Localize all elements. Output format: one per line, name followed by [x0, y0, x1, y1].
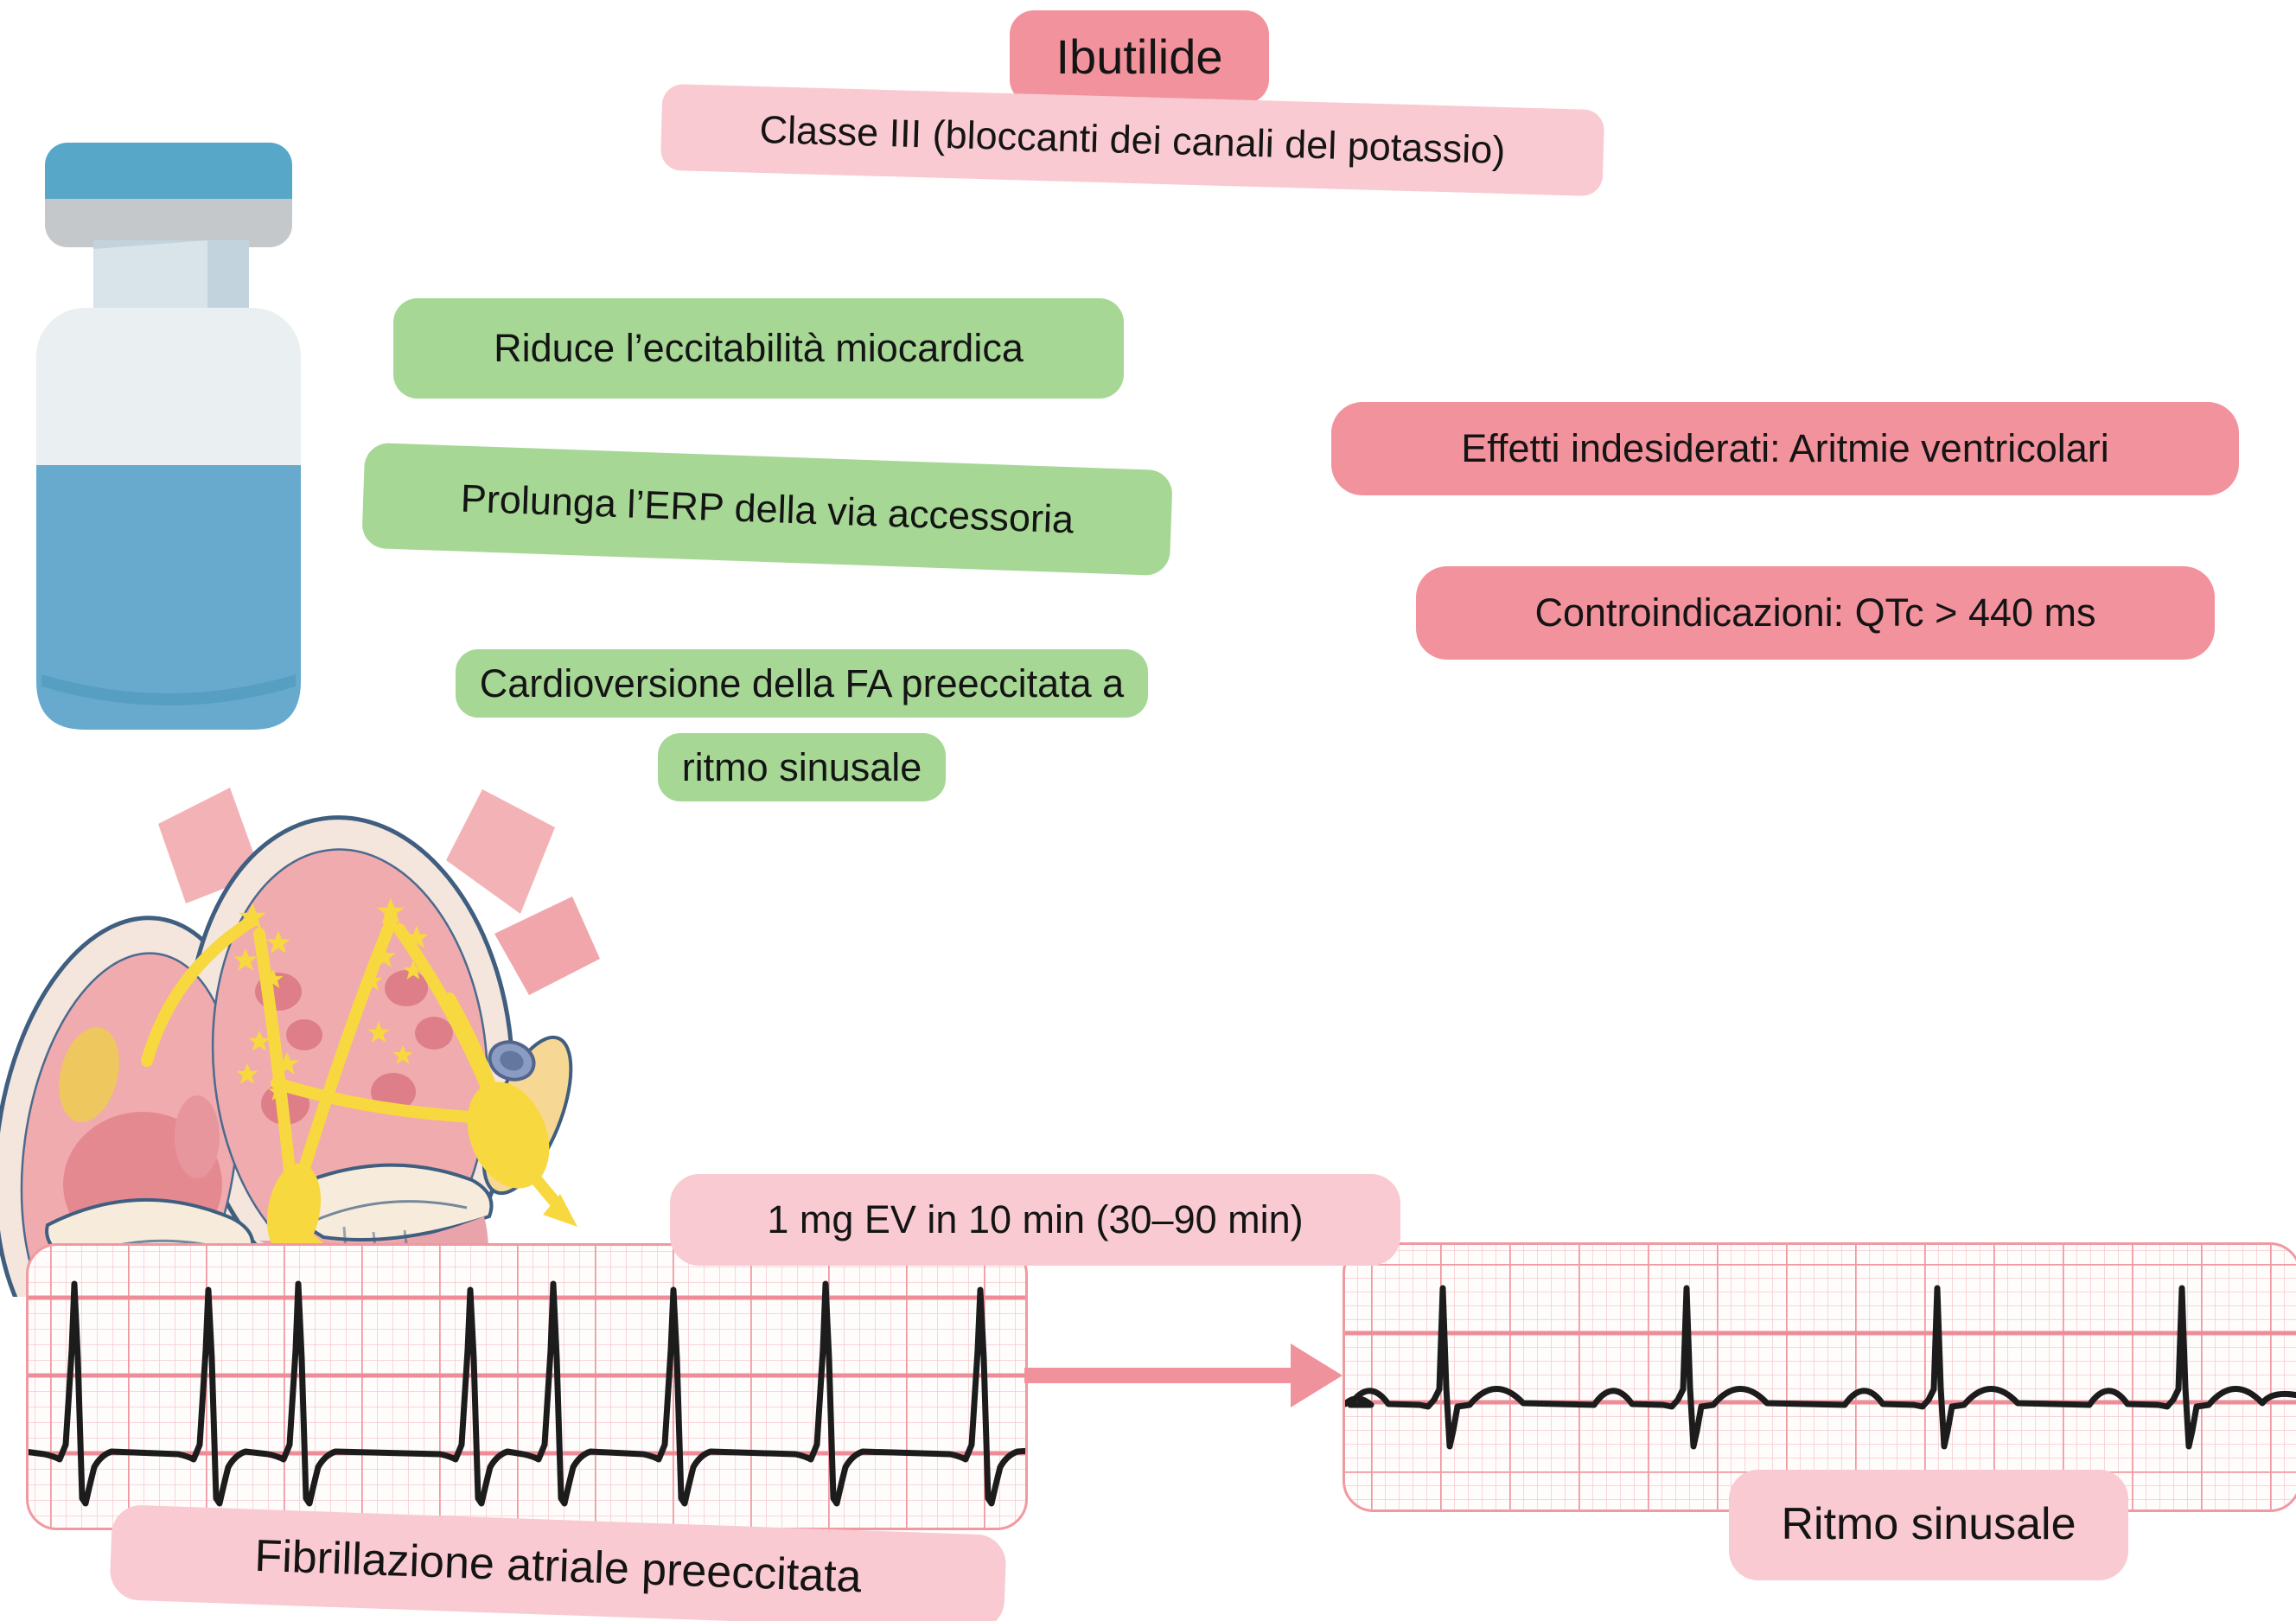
sa-node-oval — [59, 1027, 119, 1122]
side-effects-badge: Effetti indesiderati: Aritmie ventricola… — [1331, 402, 2239, 495]
subtitle-text: Classe III (bloccanti dei canali del pot… — [758, 107, 1507, 173]
effect-badge-excitability: Riduce l’eccitabilità miocardica — [393, 298, 1124, 399]
arrow-right-icon — [1024, 1343, 1343, 1407]
arrow-down-icon — [543, 1194, 577, 1227]
effect-badge-erp: Prolunga l’ERP della via accessoria — [361, 442, 1173, 577]
side-effects-text: Effetti indesiderati: Aritmie ventricola… — [1461, 426, 2109, 471]
ecg-afib-graph — [29, 1246, 1025, 1528]
accessory-pathway-blob — [467, 1082, 550, 1189]
effect-text-line1: Cardioversione della FA preeccitata a — [455, 649, 1149, 718]
dose-badge: 1 mg EV in 10 min (30–90 min) — [670, 1174, 1400, 1266]
effect-text: Prolunga l’ERP della via accessoria — [460, 475, 1075, 542]
title-badge: Ibutilide — [1010, 10, 1269, 104]
title-text: Ibutilide — [1056, 29, 1223, 84]
effect-badge-cardioversion: Cardioversione della FA preeccitata a ri… — [363, 641, 1240, 809]
ecg-left-trace — [29, 1280, 1025, 1507]
heart-preexcitation-illustration — [0, 788, 600, 1297]
medication-vial-icon — [36, 143, 301, 730]
contraindications-badge: Controindicazioni: QTc > 440 ms — [1416, 566, 2215, 660]
subtitle-badge: Classe III (bloccanti dei canali del pot… — [660, 83, 1605, 197]
ecg-strip-afib — [26, 1243, 1028, 1530]
effect-text-line2: ritmo sinusale — [657, 733, 947, 801]
contraindications-text: Controindicazioni: QTc > 440 ms — [1534, 590, 2096, 635]
effect-text: Riduce l’eccitabilità miocardica — [494, 326, 1024, 371]
vessel-stump — [446, 789, 555, 914]
av-node-blob — [266, 1163, 322, 1258]
ecg-sinus-label: Ritmo sinusale — [1729, 1470, 2128, 1580]
dose-text: 1 mg EV in 10 min (30–90 min) — [767, 1197, 1304, 1242]
ecg-afib-text: Fibrillazione atriale preeccitata — [253, 1530, 863, 1603]
ecg-sinus-text: Ritmo sinusale — [1781, 1499, 2076, 1550]
ecg-right-trace — [1345, 1285, 2296, 1450]
ecg-sinus-graph — [1345, 1245, 2296, 1509]
vessel-stump — [494, 897, 600, 995]
